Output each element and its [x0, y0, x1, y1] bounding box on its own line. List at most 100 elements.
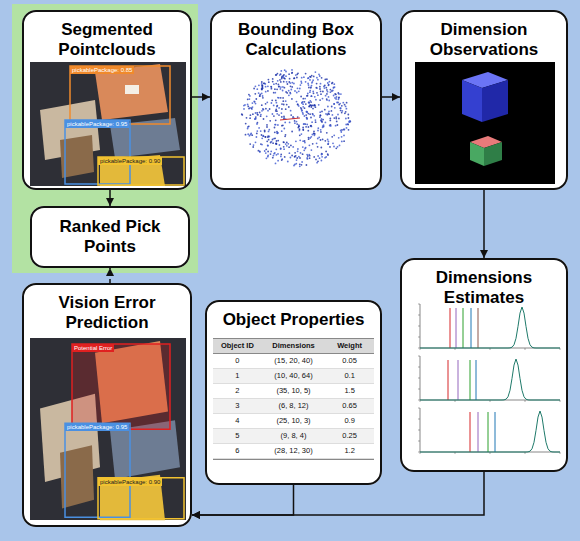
cloud-point	[277, 124, 279, 126]
cloud-point	[317, 94, 319, 96]
cloud-point	[342, 102, 344, 104]
cloud-point	[287, 83, 289, 85]
cloud-point	[328, 113, 330, 115]
cloud-point	[281, 158, 283, 160]
cloud-point	[291, 131, 293, 133]
cloud-point	[265, 152, 267, 154]
cloud-point	[262, 86, 264, 88]
cloud-point	[267, 110, 269, 112]
estimate-curve	[420, 359, 560, 400]
cloud-point	[337, 114, 339, 116]
cloud-point	[270, 151, 272, 153]
cloud-point	[280, 148, 282, 150]
cloud-point	[273, 115, 275, 117]
detection-tag: pickablePackage: 0.85	[70, 66, 134, 74]
cloud-point	[259, 95, 261, 97]
cloud-point	[304, 142, 306, 144]
cloud-point	[257, 114, 259, 116]
cloud-point	[298, 105, 300, 107]
cloud-point	[276, 113, 278, 115]
cloud-point	[304, 107, 306, 109]
cloud-point	[294, 90, 296, 92]
cloud-point	[319, 111, 321, 113]
cloud-point	[278, 97, 280, 99]
cloud-point	[304, 101, 306, 103]
cloud-point	[331, 110, 333, 112]
cloud-point	[324, 79, 326, 81]
cloud-point	[328, 100, 330, 102]
cloud-point	[274, 88, 276, 90]
cloud-point	[255, 118, 257, 120]
cloud-point	[330, 124, 332, 126]
box-title: Bounding Box Calculations	[221, 20, 371, 59]
cloud-point	[251, 108, 253, 110]
cloud-point	[338, 93, 340, 95]
cloud-point	[261, 104, 263, 106]
cloud-point	[285, 108, 287, 110]
cloud-point	[340, 110, 342, 112]
cloud-point	[277, 80, 279, 82]
box-fill	[205, 300, 382, 485]
cloud-point	[300, 80, 302, 82]
cloud-point	[333, 103, 335, 105]
cloud-point	[310, 136, 312, 138]
table-cell: 0.25	[325, 429, 374, 444]
cloud-point	[247, 106, 249, 108]
cloud-point	[251, 107, 253, 109]
plot-tick	[418, 326, 420, 327]
cloud-point	[322, 125, 324, 127]
cloud-point	[347, 124, 349, 126]
cloud-point	[302, 103, 304, 105]
cloud-point	[309, 157, 311, 159]
cloud-point	[341, 141, 343, 143]
cloud-point	[321, 77, 323, 79]
cloud-point	[339, 103, 341, 105]
cloud-point	[285, 71, 287, 73]
cloud-point	[278, 84, 280, 86]
cloud-point	[319, 88, 321, 90]
cloud-point	[331, 90, 333, 92]
cloud-point	[252, 146, 254, 148]
cloud-point	[268, 139, 270, 141]
cloud-point	[262, 135, 264, 137]
cloud-point	[296, 157, 298, 159]
cloud-point	[309, 79, 311, 81]
detection-tag: pickablePackage: 0.90	[98, 478, 162, 486]
cloud-point	[317, 130, 319, 132]
cloud-point	[309, 76, 311, 78]
table-cell: 0.1	[325, 369, 374, 384]
cloud-point	[303, 123, 305, 125]
cloud-point	[277, 97, 279, 99]
cloud-point	[290, 85, 292, 87]
cloud-point	[303, 149, 305, 151]
cloud-point	[318, 136, 320, 138]
cloud-point	[310, 117, 312, 119]
cloud-point	[267, 85, 269, 87]
cloud-point	[325, 151, 327, 153]
observation-line	[488, 412, 489, 452]
cloud-point	[275, 124, 277, 126]
cloud-point	[284, 135, 286, 137]
cloud-point	[256, 112, 258, 114]
table-cell: 0	[213, 354, 262, 369]
cloud-point	[301, 109, 303, 111]
cloud-point	[256, 136, 258, 138]
cloud-point	[304, 98, 306, 100]
cloud-point	[276, 154, 278, 156]
box-fill	[400, 10, 568, 190]
table-cell: 1.2	[325, 444, 374, 459]
cloud-point	[281, 159, 283, 161]
cloud-point	[290, 157, 292, 159]
cloud-point	[267, 145, 269, 147]
cloud-point	[288, 90, 290, 92]
cloud-point	[340, 93, 342, 95]
cloud-point	[343, 140, 345, 142]
cloud-point	[275, 143, 277, 145]
cloud-point	[255, 85, 257, 87]
cloud-point	[272, 81, 274, 83]
plot-tick	[418, 378, 420, 379]
box-fill	[400, 258, 568, 472]
cloud-point	[320, 114, 322, 116]
cloud-point	[291, 69, 293, 71]
cloud-point	[299, 134, 301, 136]
